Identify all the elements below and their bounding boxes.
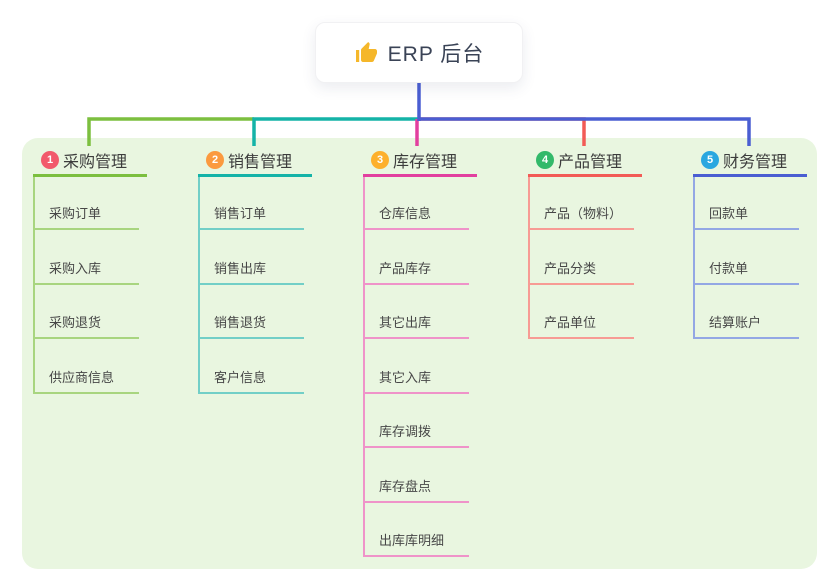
node-sales-order[interactable]: 销售订单 — [200, 177, 304, 230]
branch-procurement-children: 采购订单 采购入库 采购退货 供应商信息 — [33, 177, 139, 394]
branch-sales-label: 销售管理 — [228, 154, 293, 171]
thumbs-up-icon — [355, 41, 377, 62]
branch-inventory-children: 仓库信息 产品库存 其它出库 其它入库 库存调拨 库存盘点 出库库明细 — [363, 177, 469, 557]
node-purchase-order[interactable]: 采购订单 — [35, 177, 139, 230]
branch-product: 4 产品管理 产品（物料） 产品分类 产品单位 — [528, 146, 642, 339]
node-stock-count[interactable]: 库存盘点 — [365, 448, 469, 503]
node-settlement-account[interactable]: 结算账户 — [695, 285, 799, 339]
branch-inventory: 3 库存管理 仓库信息 产品库存 其它出库 其它入库 库存调拨 库存盘点 出库库… — [363, 146, 477, 557]
node-receipt-doc[interactable]: 回款单 — [695, 177, 799, 230]
badge-5: 5 — [701, 151, 719, 169]
branch-sales: 2 销售管理 销售订单 销售出库 销售退货 客户信息 — [198, 146, 312, 394]
branch-finance-children: 回款单 付款单 结算账户 — [693, 177, 799, 339]
branch-procurement: 1 采购管理 采购订单 采购入库 采购退货 供应商信息 — [33, 146, 147, 394]
branch-procurement-header[interactable]: 1 采购管理 — [33, 146, 147, 177]
branch-inventory-header[interactable]: 3 库存管理 — [363, 146, 477, 177]
node-product-stock[interactable]: 产品库存 — [365, 230, 469, 285]
node-sales-return[interactable]: 销售退货 — [200, 285, 304, 339]
node-other-inbound[interactable]: 其它入库 — [365, 339, 469, 394]
root-node-erp[interactable]: ERP 后台 — [315, 22, 523, 83]
branch-procurement-label: 采购管理 — [63, 154, 128, 171]
mindmap-panel — [22, 138, 817, 569]
node-sales-outbound[interactable]: 销售出库 — [200, 230, 304, 285]
node-stock-transfer[interactable]: 库存调拨 — [365, 394, 469, 448]
badge-2: 2 — [206, 151, 224, 169]
root-node-label: ERP 后台 — [387, 42, 485, 66]
branch-sales-header[interactable]: 2 销售管理 — [198, 146, 312, 177]
branch-finance-header[interactable]: 5 财务管理 — [693, 146, 807, 177]
branch-inventory-label: 库存管理 — [393, 154, 458, 171]
node-product-category[interactable]: 产品分类 — [530, 230, 634, 285]
branch-product-label: 产品管理 — [558, 154, 623, 171]
node-purchase-return[interactable]: 采购退货 — [35, 285, 139, 339]
badge-3: 3 — [371, 151, 389, 169]
branch-sales-children: 销售订单 销售出库 销售退货 客户信息 — [198, 177, 304, 394]
node-outbound-detail[interactable]: 出库库明细 — [365, 503, 469, 557]
node-supplier-info[interactable]: 供应商信息 — [35, 339, 139, 394]
node-customer-info[interactable]: 客户信息 — [200, 339, 304, 394]
branch-product-header[interactable]: 4 产品管理 — [528, 146, 642, 177]
badge-1: 1 — [41, 151, 59, 169]
node-warehouse-info[interactable]: 仓库信息 — [365, 177, 469, 230]
node-product-material[interactable]: 产品（物料） — [530, 177, 634, 230]
node-payment-doc[interactable]: 付款单 — [695, 230, 799, 285]
branch-finance: 5 财务管理 回款单 付款单 结算账户 — [693, 146, 807, 339]
branch-finance-label: 财务管理 — [723, 154, 788, 171]
node-purchase-inbound[interactable]: 采购入库 — [35, 230, 139, 285]
node-product-unit[interactable]: 产品单位 — [530, 285, 634, 339]
node-other-outbound[interactable]: 其它出库 — [365, 285, 469, 339]
branch-product-children: 产品（物料） 产品分类 产品单位 — [528, 177, 634, 339]
badge-4: 4 — [536, 151, 554, 169]
